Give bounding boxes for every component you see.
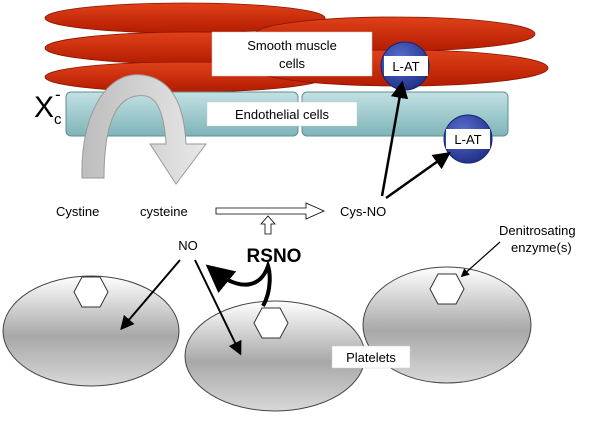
lat-top-label: L-AT bbox=[392, 59, 419, 74]
xc-main-text: X bbox=[34, 91, 54, 124]
xc-label: X c - bbox=[34, 85, 62, 128]
denitrosating-label-line2: enzyme(s) bbox=[511, 240, 572, 255]
denitrosating-label-line1: Denitrosating bbox=[499, 223, 576, 238]
lat-bottom-label: L-AT bbox=[454, 132, 481, 147]
arrow-cysno-to-lat-bottom bbox=[385, 151, 451, 200]
no-label: NO bbox=[178, 238, 198, 253]
arrow-cysno-to-lat-top bbox=[380, 80, 409, 197]
platelet-right-hexagon bbox=[429, 273, 465, 305]
xc-superscript: - bbox=[55, 85, 61, 104]
smooth-muscle-label-box: Smooth muscle cells bbox=[211, 31, 373, 77]
lat-transporter-top: L-AT bbox=[380, 41, 430, 91]
xc-subscript: c bbox=[54, 111, 62, 128]
arrow-platelet-to-no bbox=[205, 259, 272, 307]
endothelial-label-box: Endothelial cells bbox=[206, 101, 358, 127]
platelet-middle bbox=[184, 300, 366, 412]
hollow-arrow-up-from-rsno bbox=[260, 215, 276, 235]
arrow-enzyme-to-hexagon bbox=[460, 241, 501, 278]
platelet-middle-hexagon bbox=[253, 307, 289, 339]
endothelial-label: Endothelial cells bbox=[235, 107, 329, 122]
smooth-muscle-label-line1: Smooth muscle bbox=[247, 38, 337, 53]
cystine-label: Cystine bbox=[56, 204, 99, 219]
cys-no-label: Cys-NO bbox=[340, 204, 386, 219]
arrow-no-to-middle-platelet bbox=[194, 259, 242, 356]
xc-transport-arrow bbox=[81, 74, 207, 185]
platelet-left bbox=[2, 275, 180, 387]
platelets-label: Platelets bbox=[346, 350, 396, 365]
lat-transporter-bottom: L-AT bbox=[443, 114, 493, 164]
cysteine-label: cysteine bbox=[140, 204, 188, 219]
arrow-no-to-left-platelet bbox=[120, 259, 181, 331]
platelet-left-hexagon bbox=[73, 276, 109, 308]
hollow-arrow-to-cys-no bbox=[215, 202, 325, 220]
platelets-label-box: Platelets bbox=[331, 345, 411, 369]
smooth-muscle-label-line2: cells bbox=[279, 56, 306, 71]
rsno-label: RSNO bbox=[247, 246, 302, 267]
